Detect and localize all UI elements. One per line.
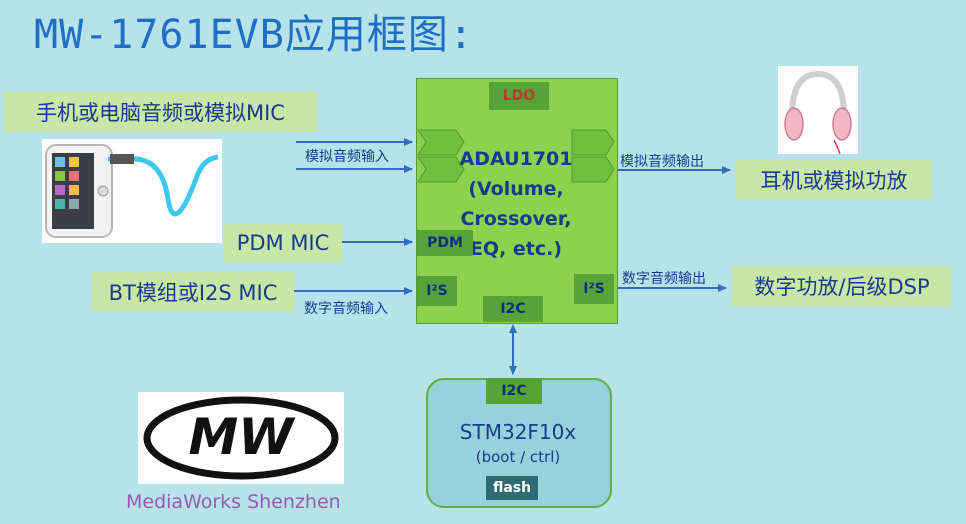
i2s-out-pin-tag: I²S	[574, 274, 614, 304]
bt-source-box: BT模组或I2S MIC	[92, 272, 294, 312]
company-logo: MW	[138, 392, 344, 484]
mcu-i2c-tag: I2C	[486, 378, 542, 404]
logo-text: MW	[189, 408, 297, 466]
digital-target-box: 数字功放/后级DSP	[732, 266, 952, 306]
ldo-tag: LDO	[489, 82, 549, 110]
pdm-pin-tag: PDM	[417, 230, 473, 256]
phone-drawing	[45, 144, 219, 238]
dsp-name: ADAU1701	[459, 148, 573, 170]
dsp-feature-2: Crossover,	[460, 208, 572, 230]
headphones-drawing	[784, 70, 852, 154]
analog-out-pin-2	[571, 156, 615, 183]
phone-image	[42, 139, 222, 243]
digital-out-label: 数字音频输出	[622, 271, 706, 287]
mcu-name: STM32F10x	[459, 420, 577, 444]
analog-out-label: 模拟音频输出	[620, 154, 704, 170]
company-name: MediaWorks Shenzhen	[126, 491, 341, 513]
dsp-feature-1: (Volume,	[468, 178, 564, 200]
i2s-in-pin-tag: I²S	[417, 276, 457, 306]
pdm-source-box: PDM MIC	[224, 224, 342, 262]
headphones-image	[778, 66, 858, 154]
digital-in-label: 数字音频输入	[304, 301, 388, 317]
i2c-pin-tag: I2C	[483, 296, 543, 322]
analog-out-pin-1	[571, 129, 615, 156]
analog-in-pin-1	[417, 129, 465, 156]
mcu-subtitle: (boot / ctrl)	[475, 448, 561, 466]
analog-in-label: 模拟音频输入	[305, 149, 389, 165]
dsp-feature-3: EQ, etc.)	[469, 238, 563, 260]
page-title: MW-1761EVB应用框图:	[34, 12, 474, 58]
logo-emblem: MW	[143, 396, 339, 480]
analog-source-box: 手机或电脑音频或模拟MIC	[4, 92, 317, 132]
analog-target-box: 耳机或模拟功放	[736, 160, 932, 200]
flash-tag: flash	[486, 476, 538, 500]
analog-in-pin-2	[417, 156, 465, 183]
dsp-label: ADAU1701 (Volume, Crossover, EQ, etc.)	[418, 144, 614, 264]
